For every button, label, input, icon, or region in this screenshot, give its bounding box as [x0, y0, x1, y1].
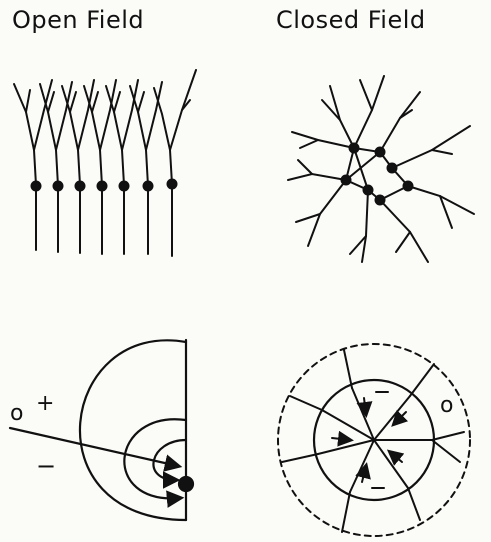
closed-field-neurons [288, 76, 474, 262]
open-field-dipole [10, 340, 193, 520]
neuron [154, 70, 196, 256]
neuron [130, 82, 162, 254]
open-field-neurons [14, 70, 196, 256]
minus-label: − [36, 452, 56, 480]
zero-label: o [10, 401, 23, 426]
plus-label: + [36, 391, 54, 416]
closed-zero-label: o [440, 393, 453, 418]
closed-field-radial [278, 344, 470, 536]
